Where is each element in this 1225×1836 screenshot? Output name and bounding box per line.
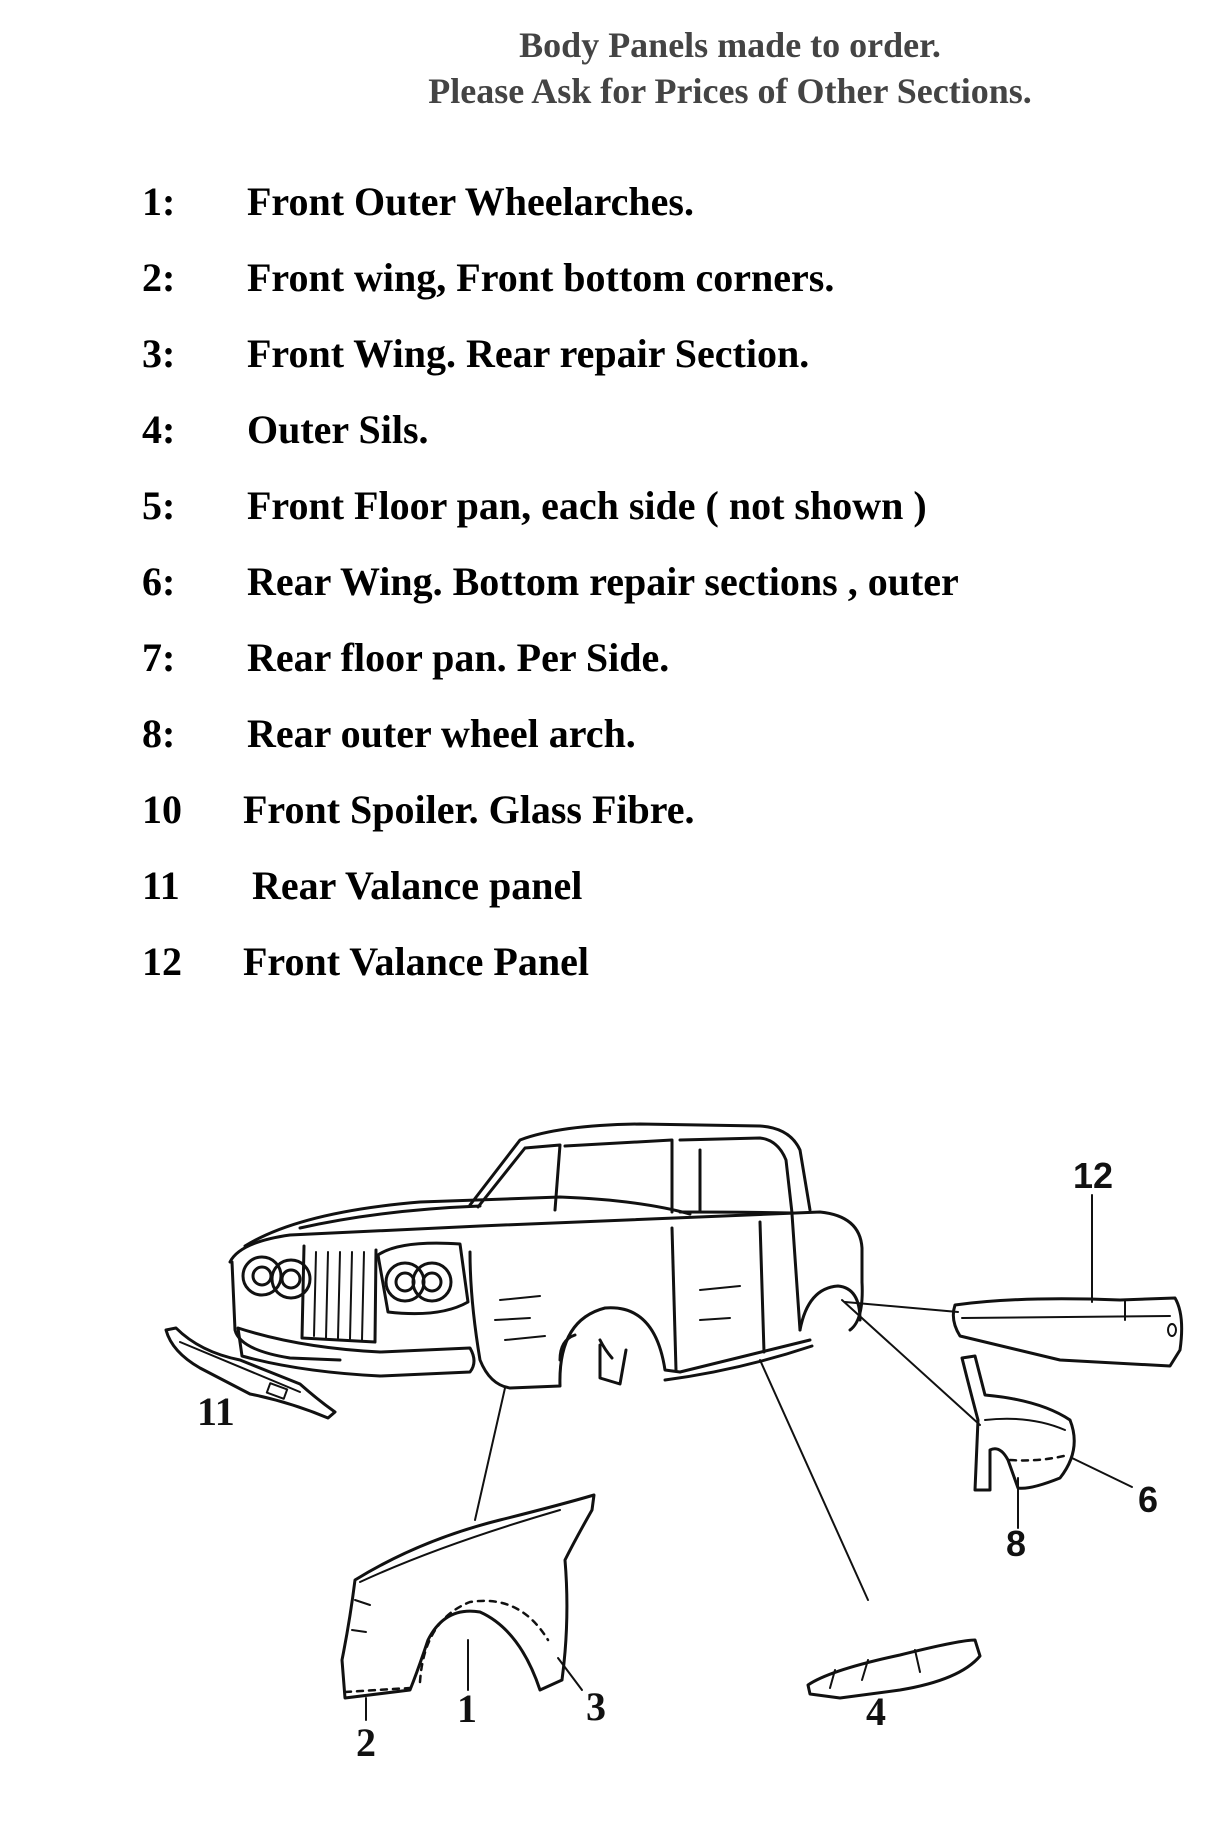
callout-8: 8	[1006, 1523, 1026, 1564]
item-number: 4:	[142, 407, 176, 452]
list-item: 2: Front wing, Front bottom corners.	[142, 248, 1142, 308]
outer-sill-panel	[806, 1638, 982, 1700]
item-label: Front Wing. Rear repair Section.	[247, 331, 810, 376]
list-item: 5: Front Floor pan, each side ( not show…	[142, 476, 1142, 536]
callout-12: 12	[1073, 1155, 1113, 1196]
page-header: Body Panels made to order. Please Ask fo…	[380, 22, 1080, 114]
item-label: Outer Sils.	[247, 407, 429, 452]
header-line-2: Please Ask for Prices of Other Sections.	[428, 71, 1032, 111]
list-item: 1: Front Outer Wheelarches.	[142, 172, 1142, 232]
item-label: Rear Wing. Bottom repair sections , oute…	[247, 559, 959, 604]
item-number: 11	[142, 863, 180, 908]
item-number: 5:	[142, 483, 176, 528]
item-label: Front Outer Wheelarches.	[247, 179, 694, 224]
callout-3: 3	[586, 1684, 606, 1729]
list-item: 12 Front Valance Panel	[142, 932, 1142, 992]
list-item: 10 Front Spoiler. Glass Fibre.	[142, 780, 1142, 840]
item-label: Front wing, Front bottom corners.	[247, 255, 835, 300]
callout-line-6	[1071, 1457, 1133, 1488]
callout-line-1-car	[474, 1387, 506, 1521]
callout-11: 11	[197, 1389, 235, 1434]
item-label: Rear floor pan. Per Side.	[247, 635, 670, 680]
callout-line-rear-wing	[841, 1299, 981, 1426]
list-item: 7: Rear floor pan. Per Side.	[142, 628, 1142, 688]
list-item: 6: Rear Wing. Bottom repair sections , o…	[142, 552, 1142, 612]
callout-6: 6	[1138, 1479, 1158, 1520]
item-number: 1:	[142, 179, 176, 224]
header-line-1: Body Panels made to order.	[519, 25, 941, 65]
rear-wheel-leader-line	[844, 1301, 959, 1313]
item-label: Front Valance Panel	[243, 939, 589, 984]
callout-line-3	[557, 1657, 583, 1691]
item-label: Front Spoiler. Glass Fibre.	[243, 787, 695, 832]
front-valance-panel	[951, 1296, 1184, 1368]
item-number: 3:	[142, 331, 176, 376]
rear-wing-section	[960, 1354, 1076, 1492]
list-item: 11 Rear Valance panel	[142, 856, 1142, 916]
rear-valance-panel	[164, 1326, 337, 1420]
front-wing-panel	[340, 1493, 596, 1700]
callout-line-4	[759, 1359, 869, 1601]
car-illustration	[228, 1122, 864, 1390]
item-label: Front Floor pan, each side ( not shown )	[247, 483, 927, 528]
item-label: Rear outer wheel arch.	[247, 711, 636, 756]
item-number: 8:	[142, 711, 176, 756]
callout-4: 4	[866, 1689, 886, 1734]
item-number: 2:	[142, 255, 176, 300]
list-item: 8: Rear outer wheel arch.	[142, 704, 1142, 764]
item-number: 10	[142, 787, 182, 832]
list-item: 3: Front Wing. Rear repair Section.	[142, 324, 1142, 384]
item-label: Rear Valance panel	[252, 863, 583, 908]
item-number: 12	[142, 939, 182, 984]
callout-2: 2	[356, 1720, 376, 1765]
item-number: 6:	[142, 559, 176, 604]
callout-1: 1	[457, 1686, 477, 1731]
item-number: 7:	[142, 635, 176, 680]
list-item: 4: Outer Sils.	[142, 400, 1142, 460]
